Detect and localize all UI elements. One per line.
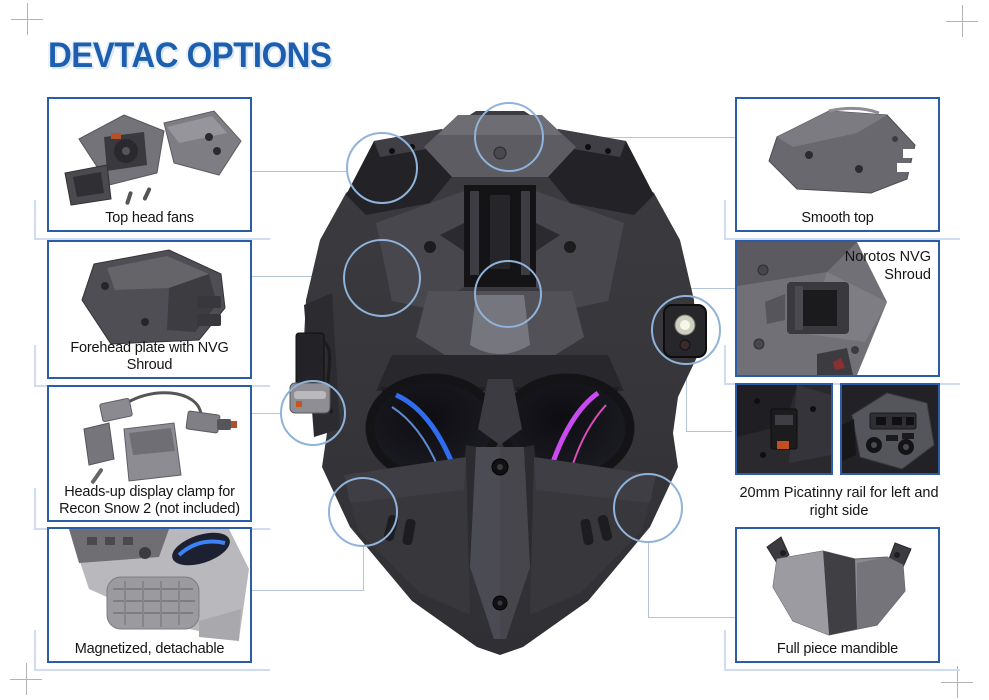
callout-box-full-mandible: Full piece mandible <box>735 527 940 663</box>
hud-clamp-image <box>83 391 237 484</box>
callout-label: Heads-up display clamp for Recon Snow 2 … <box>59 483 240 517</box>
full-mandible-image <box>766 536 912 636</box>
norotos-shroud-image <box>737 242 887 375</box>
callout-label: Top head fans <box>105 209 194 226</box>
forehead-plate-image <box>81 249 226 345</box>
connector-line <box>252 171 347 172</box>
callout-circle-magnetized <box>328 477 398 547</box>
callout-box-top-head-fans: Top head fans <box>47 97 252 232</box>
picatinny-rail-left-image <box>735 383 833 475</box>
callout-label: 20mm Picatinny rail for left and right s… <box>739 485 939 520</box>
callout-label: Magnetized, detachable <box>74 640 225 657</box>
connector-line <box>544 137 735 138</box>
callout-box-smooth-top: Smooth top <box>735 97 940 232</box>
connector-line <box>363 547 364 591</box>
connector-line <box>252 590 364 591</box>
callout-circle-full-mandible <box>613 473 683 543</box>
callout-label: Smooth top <box>801 209 874 226</box>
callout-circle-nvg-shroud <box>474 260 542 328</box>
connector-line <box>686 365 687 431</box>
connector-line <box>686 431 732 432</box>
magnetized-mandible-image <box>69 529 249 641</box>
smooth-top-image <box>768 106 919 194</box>
callout-circle-forehead-plate <box>343 239 421 317</box>
callout-label: Full piece mandible <box>776 640 899 657</box>
callout-circle-smooth-top <box>474 102 544 172</box>
helmet-photo <box>289 111 707 655</box>
callout-circle-picatinny-rail <box>651 295 721 365</box>
callout-circle-hud-clamp <box>280 380 346 446</box>
connector-line <box>648 617 735 618</box>
callout-box-hud-clamp: Heads-up display clamp for Recon Snow 2 … <box>47 385 252 522</box>
callout-box-magnetized: Magnetized, detachable <box>47 527 252 663</box>
callout-box-norotos-shroud: Norotos NVG Shroud <box>735 240 940 377</box>
callout-box-forehead-plate: Forehead plate with NVG Shroud <box>47 240 252 379</box>
picatinny-rail-right-image <box>840 383 940 475</box>
connector-line <box>252 276 344 277</box>
callout-circle-top-head-fans <box>346 132 418 204</box>
callout-label: Norotos NVG Shroud <box>844 249 931 284</box>
top-head-fans-image <box>64 110 242 206</box>
callout-label: Forehead plate with NVG Shroud <box>70 339 229 373</box>
page-title: DEVTAC OPTIONS <box>48 36 332 75</box>
connector-line <box>648 543 649 617</box>
connector-line <box>252 413 282 414</box>
